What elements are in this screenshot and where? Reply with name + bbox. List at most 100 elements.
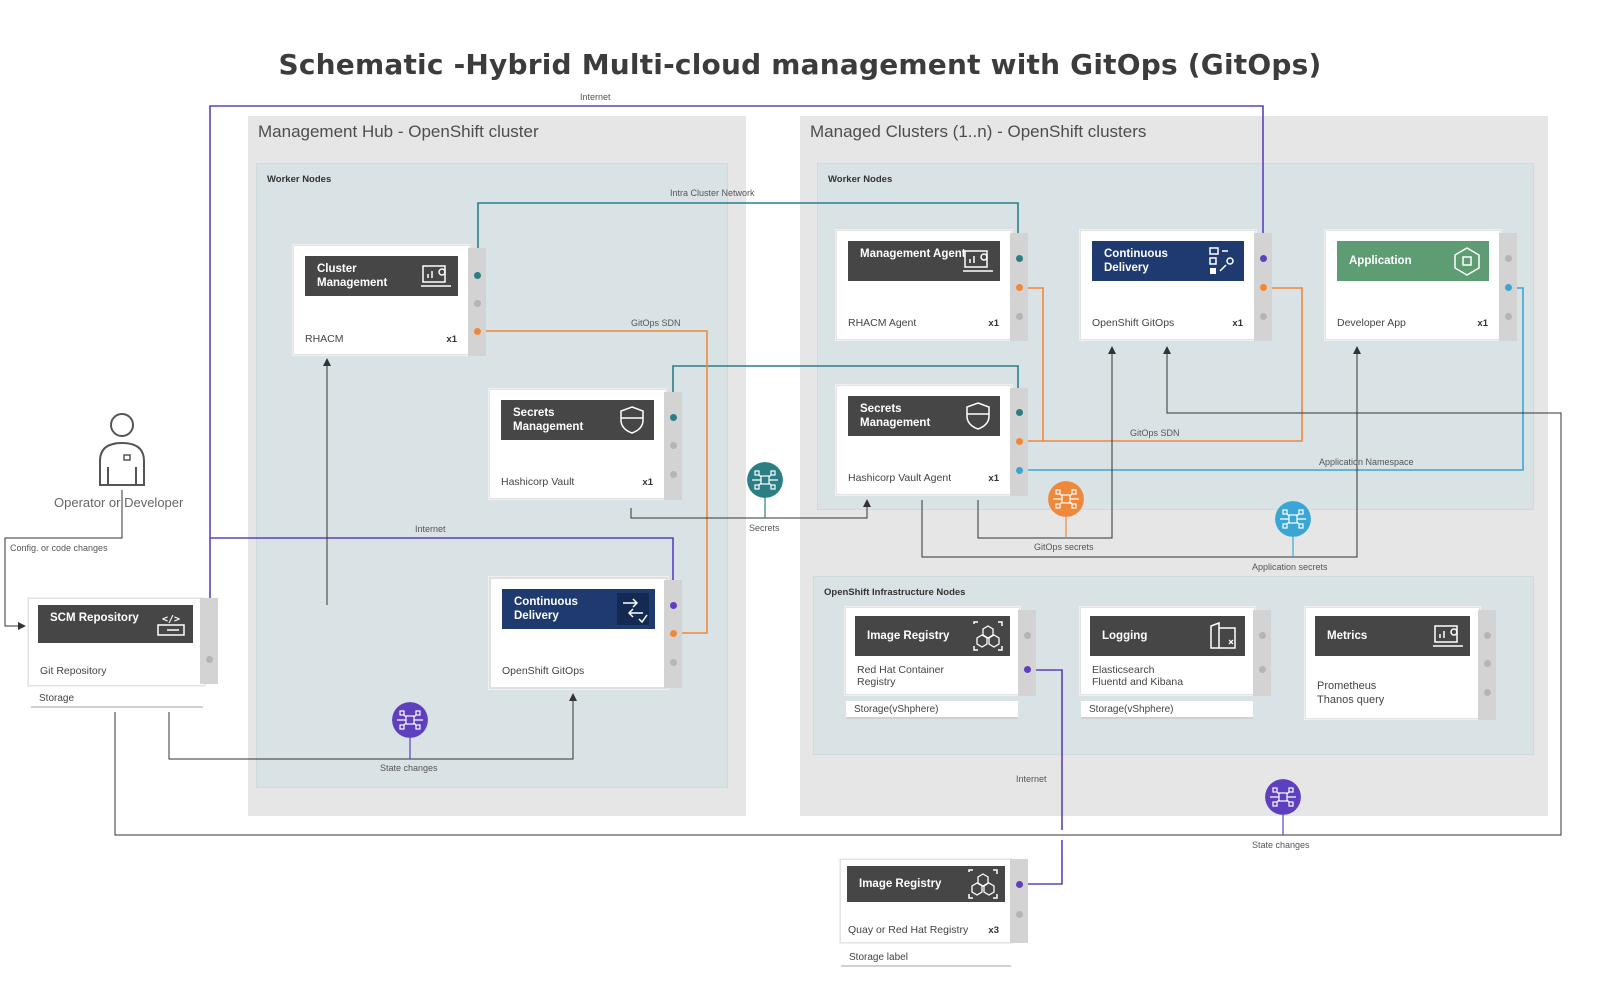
managed-secrets-management-rail <box>1010 388 1028 496</box>
metrics-header: Metrics <box>1315 616 1470 656</box>
cluster-management-header: Cluster Management <box>305 256 458 296</box>
managed-secrets-management-title: Secrets Management <box>860 403 931 429</box>
hub-continuous-delivery-sub: OpenShift GitOps <box>502 665 585 677</box>
internet-registry-label: Internet <box>1016 774 1047 784</box>
managed-continuous-delivery-card[interactable]: Continuous Delivery OpenShift GitOps x1 <box>1080 230 1256 340</box>
shield-icon <box>620 406 644 434</box>
app-secrets-line <box>921 346 1361 558</box>
hub-secrets-management-rail <box>664 392 682 500</box>
cluster-management-qty: x1 <box>446 334 457 345</box>
scm-rail <box>200 598 218 684</box>
management-agent-rail <box>1010 233 1028 341</box>
scm-repository-title: SCM Repository <box>50 612 139 624</box>
hub-secrets-management-title: Secrets Management <box>513 407 584 433</box>
management-agent-title: Management Agent <box>860 248 966 260</box>
sync-check-icon <box>617 593 649 625</box>
metrics-sub2: Thanos query <box>1317 694 1385 706</box>
gitops-secrets-network-icon <box>1048 481 1084 517</box>
scm-repository-card[interactable]: SCM Repository </> Git Repository <box>28 598 205 686</box>
metrics-card[interactable]: Metrics Prometheus Thanos query <box>1305 607 1480 719</box>
external-image-registry-header: Image Registry <box>847 866 1005 902</box>
logging-sub2: Fluentd and Kibana <box>1092 676 1184 688</box>
cluster-management-sub: RHACM <box>305 333 344 345</box>
gitops-sdn-hub-line <box>478 330 708 634</box>
external-image-registry-card[interactable]: Image Registry Quay or Red Hat Registry … <box>840 859 1012 943</box>
scm-repository-header: SCM Repository </> <box>38 605 193 643</box>
application-header: Application <box>1337 241 1489 281</box>
app-secrets-network-icon <box>1275 501 1311 537</box>
management-hub-title: Management Hub - OpenShift cluster <box>258 122 539 141</box>
metrics-sub1: Prometheus <box>1317 680 1377 692</box>
managed-secrets-management-sub: Hashicorp Vault Agent <box>848 472 952 484</box>
metrics-title: Metrics <box>1327 630 1368 642</box>
external-image-registry-rail <box>1010 859 1028 943</box>
config-changes-line <box>4 490 123 630</box>
monitor-gear-icon <box>421 265 451 287</box>
metrics-rail <box>1478 610 1496 720</box>
internet-line-top <box>209 105 1264 625</box>
monitor-gear-icon <box>1433 625 1463 647</box>
external-image-registry-storage: Storage label <box>841 949 1011 967</box>
infra-image-registry-sub1: Red Hat Container <box>857 664 944 676</box>
state-changes-hub-network-icon <box>392 702 428 738</box>
cluster-management-card[interactable]: Cluster Management RHACM x1 <box>293 245 470 355</box>
managed-continuous-delivery-rail <box>1254 233 1272 341</box>
app-secrets-label: Application secrets <box>1252 562 1328 572</box>
application-sub: Developer App <box>1337 317 1406 329</box>
hub-secrets-management-header: Secrets Management <box>501 400 654 440</box>
gitops-secrets-line <box>977 346 1116 539</box>
management-agent-card[interactable]: Management Agent RHACM Agent x1 <box>836 230 1012 340</box>
scm-storage-base: Storage <box>31 690 203 708</box>
gitops-sdn-managed-line <box>1018 287 1303 442</box>
external-image-registry-title: Image Registry <box>859 878 942 890</box>
managed-secrets-management-card[interactable]: Secrets Management Hashicorp Vault Agent… <box>836 385 1012 495</box>
secrets-network-icon <box>747 462 783 498</box>
intra-cluster-line <box>477 202 1019 272</box>
infra-image-registry-sub2: Registry <box>857 676 896 688</box>
pipeline-icon <box>1209 247 1234 274</box>
logging-rail <box>1253 610 1271 696</box>
infra-image-registry-card[interactable]: Image Registry Red Hat Container Registr… <box>845 607 1020 695</box>
state-changes-managed-label: State changes <box>1252 840 1310 850</box>
infra-image-registry-title: Image Registry <box>867 630 950 642</box>
state-changes-managed-line <box>114 346 1562 836</box>
logging-header: Logging <box>1090 616 1245 656</box>
cluster-management-title: Cluster Management <box>317 263 388 289</box>
external-image-registry-qty: x3 <box>988 925 999 936</box>
secrets-hub-line <box>630 499 871 519</box>
person-icon <box>99 413 145 486</box>
cubes-icon <box>973 621 1003 651</box>
hub-continuous-delivery-card[interactable]: Continuous Delivery OpenShift GitOps <box>489 577 668 689</box>
shield-icon <box>966 402 990 430</box>
managed-worker-nodes-title: Worker Nodes <box>828 174 893 185</box>
cubes-icon <box>968 869 998 899</box>
application-rail <box>1499 233 1517 341</box>
logging-card[interactable]: Logging Elasticsearch Fluentd and Kibana <box>1080 607 1255 695</box>
hub-continuous-delivery-title: Continuous Delivery <box>514 596 578 622</box>
secrets-label: Secrets <box>749 523 780 533</box>
book-log-icon <box>1210 621 1236 649</box>
logging-title: Logging <box>1102 630 1148 642</box>
hub-secrets-management-card[interactable]: Secrets Management Hashicorp Vault x1 <box>489 389 666 499</box>
state-changes-hub-line <box>168 693 577 760</box>
managed-secrets-management-qty: x1 <box>988 473 999 484</box>
management-agent-sub: RHACM Agent <box>848 317 917 329</box>
state-changes-managed-network-icon <box>1265 779 1301 815</box>
external-image-registry-sub: Quay or Red Hat Registry <box>848 924 969 936</box>
logging-storage: Storage(vShphere) <box>1081 701 1253 719</box>
gitops-secrets-label: GitOps secrets <box>1034 542 1094 552</box>
hub-secrets-management-sub: Hashicorp Vault <box>501 476 575 488</box>
managed-continuous-delivery-header: Continuous Delivery <box>1092 241 1244 281</box>
monitor-gear-icon <box>963 250 993 272</box>
application-card[interactable]: Application Developer App x1 <box>1325 230 1501 340</box>
management-agent-qty: x1 <box>988 318 999 329</box>
managed-continuous-delivery-qty: x1 <box>1232 318 1243 329</box>
intra-cluster-label: Intra Cluster Network <box>670 188 755 198</box>
hub-continuous-delivery-rail <box>664 580 682 688</box>
state-changes-hub-label: State changes <box>380 763 438 773</box>
management-agent-header: Management Agent <box>848 241 1000 281</box>
infra-image-registry-storage: Storage(vShphere) <box>846 701 1018 719</box>
operator-label: Operator or Developer <box>54 495 184 510</box>
managed-continuous-delivery-title: Continuous Delivery <box>1104 248 1168 274</box>
